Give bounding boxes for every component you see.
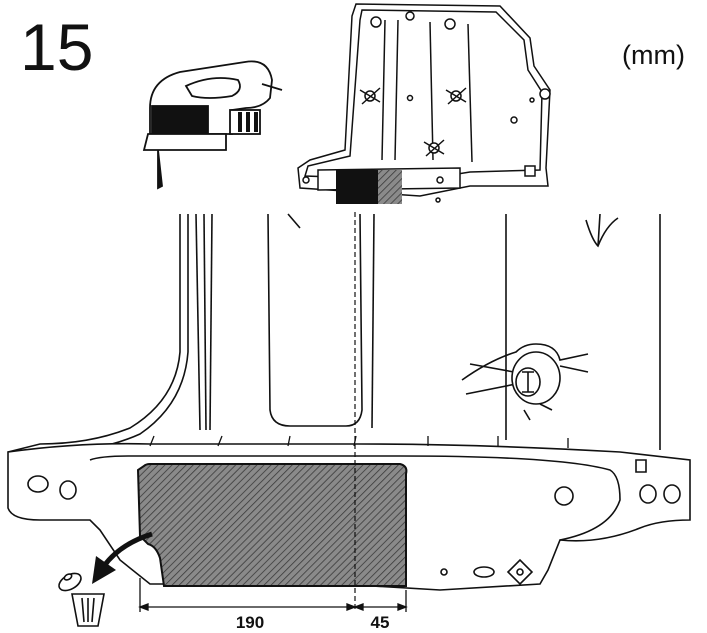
unit-label: (mm) [622,40,685,70]
dimension-45: 45 [371,613,390,632]
trash-can-icon [58,572,105,627]
overview-panel-diagram [297,3,551,204]
cut-area-hatched [136,463,408,587]
step-number: 15 [20,10,94,84]
dimension-lines [138,578,408,612]
dimension-190: 190 [236,613,264,632]
discard-arrow-icon [101,531,153,568]
panel-detail-ribs [7,213,661,453]
discard-arrow-head [92,556,116,584]
jigsaw-tool-icon [142,60,283,190]
